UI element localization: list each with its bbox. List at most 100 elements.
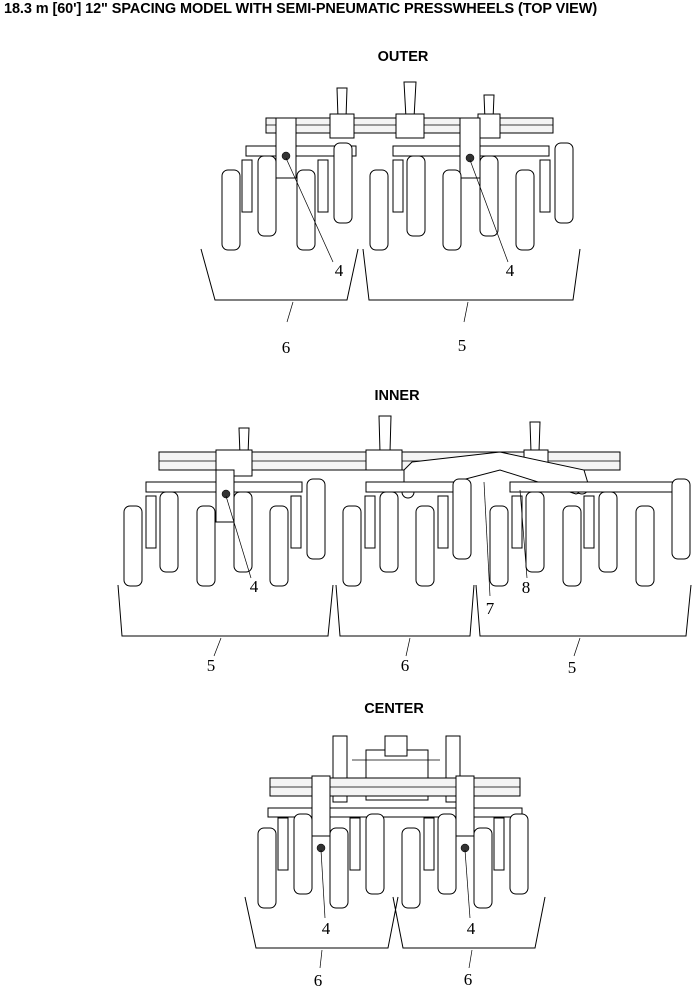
center-view: CENTER bbox=[244, 701, 546, 990]
press-wheel bbox=[329, 827, 349, 909]
press-wheel bbox=[479, 155, 499, 237]
opener-shank bbox=[364, 495, 376, 549]
gang-bar bbox=[509, 481, 679, 493]
gang-arm bbox=[311, 775, 331, 837]
group-bracket-6 bbox=[335, 584, 475, 637]
opener-gang-middle bbox=[342, 478, 472, 587]
callout-6: 6 bbox=[464, 970, 473, 989]
opener-shank bbox=[511, 495, 523, 549]
press-wheel bbox=[635, 505, 655, 587]
view-heading-center: CENTER bbox=[364, 701, 424, 717]
press-wheel bbox=[509, 813, 529, 895]
callout-4: 4 bbox=[250, 577, 259, 596]
press-wheel bbox=[489, 505, 509, 587]
hydraulic-cylinder bbox=[529, 421, 541, 453]
callout-7: 7 bbox=[486, 599, 495, 618]
inner-view: INNER bbox=[117, 388, 692, 677]
group-bracket-6 bbox=[392, 896, 546, 949]
pivot-bolt bbox=[281, 151, 291, 161]
opener-shank bbox=[290, 495, 302, 549]
opener-gang-right bbox=[369, 117, 574, 251]
callout-4: 4 bbox=[467, 919, 476, 938]
gang-arm bbox=[459, 117, 481, 179]
press-wheel bbox=[365, 813, 385, 895]
press-wheel bbox=[269, 505, 289, 587]
press-wheel bbox=[525, 491, 545, 573]
press-wheel bbox=[473, 827, 493, 909]
press-wheel bbox=[671, 478, 691, 560]
press-wheel bbox=[123, 505, 143, 587]
press-wheel bbox=[562, 505, 582, 587]
pivot-bolt bbox=[465, 153, 475, 163]
press-wheel bbox=[515, 169, 535, 251]
page-title: 18.3 m [60'] 12" SPACING MODEL WITH SEMI… bbox=[4, 1, 598, 17]
hitch-coupler bbox=[384, 735, 408, 757]
press-wheel bbox=[342, 505, 362, 587]
opener-shank bbox=[583, 495, 595, 549]
rear-toolbar bbox=[267, 807, 523, 818]
center-hitch-hose bbox=[403, 81, 417, 119]
opener-shank bbox=[392, 159, 404, 213]
opener-gang-right bbox=[489, 478, 691, 587]
group-bracket-5 bbox=[475, 584, 692, 637]
press-wheel bbox=[333, 142, 353, 224]
callout-4: 4 bbox=[335, 261, 344, 280]
press-wheel bbox=[452, 478, 472, 560]
press-wheel bbox=[306, 478, 326, 560]
press-wheel bbox=[442, 169, 462, 251]
press-wheel bbox=[369, 169, 389, 251]
opener-shank bbox=[437, 495, 449, 549]
view-heading-inner: INNER bbox=[374, 388, 420, 404]
mount-bracket bbox=[365, 449, 403, 471]
callout-8: 8 bbox=[522, 578, 531, 597]
pivot-bolt bbox=[221, 489, 231, 499]
gang-arm bbox=[455, 775, 475, 837]
mount-bracket bbox=[395, 113, 425, 139]
press-wheel bbox=[293, 813, 313, 895]
press-wheel bbox=[257, 155, 277, 237]
press-wheel bbox=[379, 491, 399, 573]
press-wheel bbox=[401, 827, 421, 909]
group-bracket-6 bbox=[244, 896, 399, 949]
opener-shank bbox=[145, 495, 157, 549]
opener-gang-left bbox=[257, 775, 385, 909]
opener-gang-left bbox=[221, 117, 357, 251]
press-wheel bbox=[415, 505, 435, 587]
press-wheel bbox=[196, 505, 216, 587]
opener-gang-left bbox=[123, 469, 326, 587]
gang-arm bbox=[275, 117, 297, 179]
opener-shank bbox=[423, 817, 435, 871]
gang-bar bbox=[365, 481, 457, 493]
callout-6: 6 bbox=[282, 338, 291, 357]
press-wheel bbox=[554, 142, 574, 224]
opener-shank bbox=[493, 817, 505, 871]
press-wheel bbox=[437, 813, 457, 895]
press-wheel bbox=[221, 169, 241, 251]
press-wheel bbox=[257, 827, 277, 909]
view-heading-outer: OUTER bbox=[378, 49, 429, 65]
press-wheel bbox=[406, 155, 426, 237]
gang-bar bbox=[245, 145, 357, 157]
opener-shank bbox=[539, 159, 551, 213]
mount-bracket bbox=[329, 113, 355, 139]
callout-5: 5 bbox=[207, 656, 216, 675]
opener-shank bbox=[349, 817, 361, 871]
outer-view: OUTER bbox=[200, 49, 581, 357]
callout-6: 6 bbox=[314, 971, 323, 990]
opener-gang-right bbox=[401, 775, 529, 909]
callout-4: 4 bbox=[506, 261, 515, 280]
press-wheel bbox=[296, 169, 316, 251]
press-wheel bbox=[598, 491, 618, 573]
callout-6: 6 bbox=[401, 656, 410, 675]
group-bracket-5 bbox=[117, 584, 334, 637]
opener-shank bbox=[241, 159, 253, 213]
group-bracket-5 bbox=[362, 248, 581, 301]
center-hitch-hose bbox=[378, 415, 392, 453]
callout-5: 5 bbox=[568, 658, 577, 677]
opener-shank bbox=[277, 817, 289, 871]
press-wheel bbox=[233, 491, 253, 573]
callout-5: 5 bbox=[458, 336, 467, 355]
group-bracket-6 bbox=[200, 248, 359, 301]
press-wheel bbox=[159, 491, 179, 573]
